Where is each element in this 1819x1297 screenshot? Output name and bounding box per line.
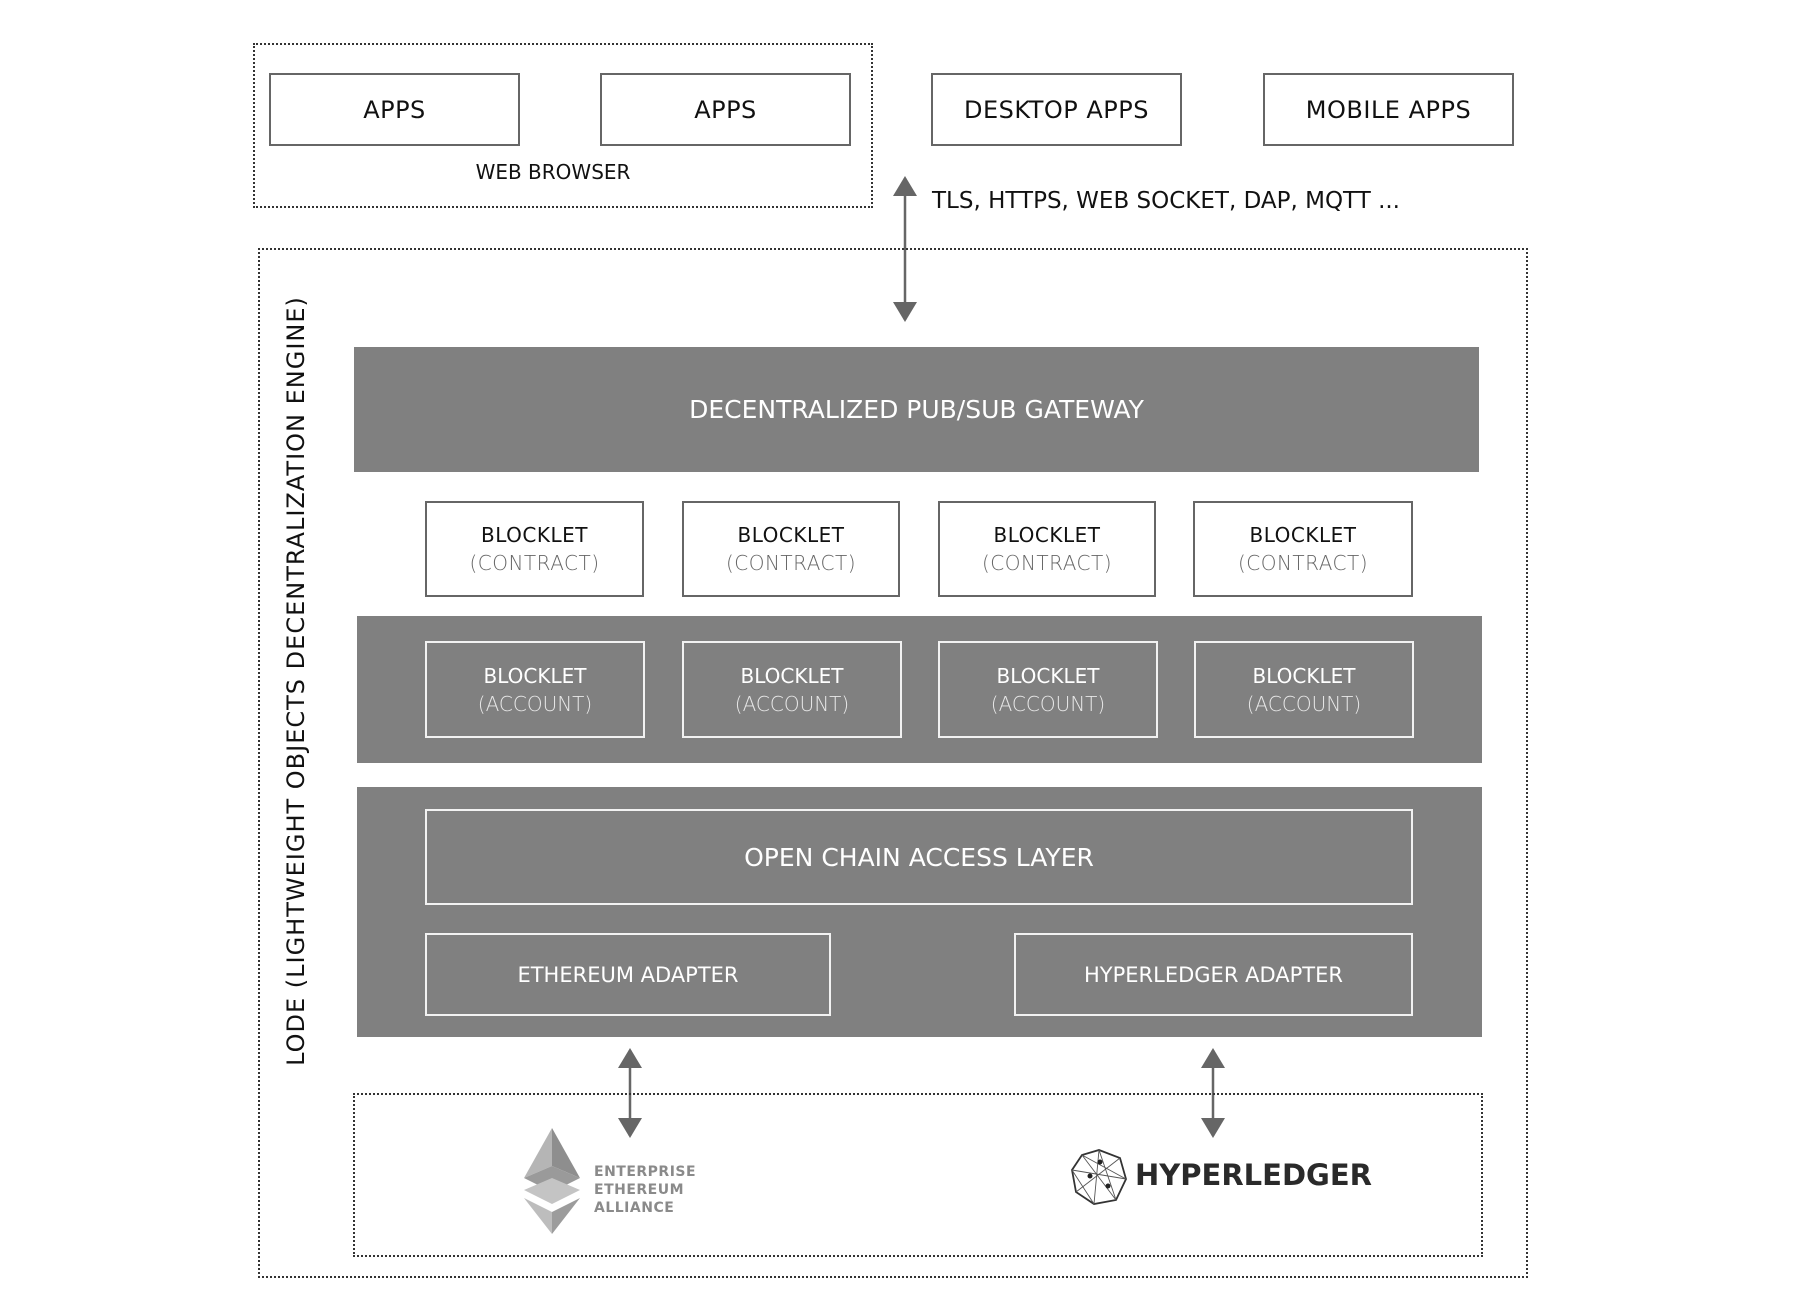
blocklet-account: BLOCKLET (ACCOUNT) [938,641,1158,738]
blocklet-type: (CONTRACT) [469,551,600,575]
apps-box-1: APPS [269,73,520,146]
blocklet-name: BLOCKLET [737,523,845,547]
blocklet-contract: BLOCKLET (CONTRACT) [938,501,1156,597]
blocklet-name: BLOCKLET [1249,523,1357,547]
blocklet-name: BLOCKLET [740,663,844,688]
blocklet-type: (ACCOUNT) [1246,691,1362,716]
apps-box-2: APPS [600,73,851,146]
lode-group [258,248,1528,1278]
blocklet-name: BLOCKLET [481,523,588,547]
hyperledger-logo-icon [1071,1149,1127,1205]
lode-title: LODE (LIGHTWEIGHT OBJECTS DECENTRALIZATI… [282,296,310,1066]
blocklet-type: (CONTRACT) [981,551,1113,575]
blocklet-account: BLOCKLET (ACCOUNT) [425,641,645,738]
desktop-apps-label: DESKTOP APPS [963,95,1149,124]
blocklet-type: (CONTRACT) [725,551,857,575]
web-browser-label: WEB BROWSER [475,160,631,184]
open-chain-label: OPEN CHAIN ACCESS LAYER [744,842,1094,872]
mobile-apps-box: MOBILE APPS [1263,73,1514,146]
blocklet-name: BLOCKLET [993,523,1101,547]
mobile-apps-label: MOBILE APPS [1305,95,1472,124]
hyperledger-adapter: HYPERLEDGER ADAPTER [1014,933,1413,1016]
blocklet-name: BLOCKLET [483,663,587,688]
blocklet-type: (ACCOUNT) [990,691,1106,716]
apps-label: APPS [363,95,426,124]
pubsub-gateway: DECENTRALIZED PUB/SUB GATEWAY [354,347,1479,472]
eea-line: ETHEREUM [594,1182,685,1198]
eea-line: ALLIANCE [594,1200,675,1216]
blocklet-type: (ACCOUNT) [734,691,850,716]
chain-access-layer [357,787,1482,1037]
ethereum-adapter-label: ETHEREUM ADAPTER [517,962,739,987]
blocklet-name: BLOCKLET [1252,663,1356,688]
blockchains-group [353,1093,1483,1257]
open-chain-access-layer: OPEN CHAIN ACCESS LAYER [425,809,1413,905]
ethereum-adapter: ETHEREUM ADAPTER [425,933,831,1016]
desktop-apps-box: DESKTOP APPS [931,73,1182,146]
account-layer [357,616,1482,763]
blocklet-type: (ACCOUNT) [477,691,593,716]
blocklet-name: BLOCKLET [996,663,1100,688]
eea-logo-text: ENTERPRISE ETHEREUM ALLIANCE [594,1163,696,1217]
protocols-label: TLS, HTTPS, WEB SOCKET, DAP, MQTT ... [932,188,1400,214]
web-browser-group [253,43,873,208]
apps-label: APPS [694,95,757,124]
hyperledger-logo-text: HYPERLEDGER [1135,1158,1372,1192]
gateway-label: DECENTRALIZED PUB/SUB GATEWAY [689,395,1144,424]
eea-line: ENTERPRISE [594,1164,697,1180]
blocklet-contract: BLOCKLET (CONTRACT) [1193,501,1413,597]
blocklet-contract: BLOCKLET (CONTRACT) [425,501,644,597]
hyperledger-adapter-label: HYPERLEDGER ADAPTER [1084,962,1343,987]
blocklet-account: BLOCKLET (ACCOUNT) [682,641,902,738]
blocklet-account: BLOCKLET (ACCOUNT) [1194,641,1414,738]
ethereum-logo-icon [524,1128,580,1234]
blocklet-contract: BLOCKLET (CONTRACT) [682,501,900,597]
blocklet-type: (CONTRACT) [1237,551,1369,575]
